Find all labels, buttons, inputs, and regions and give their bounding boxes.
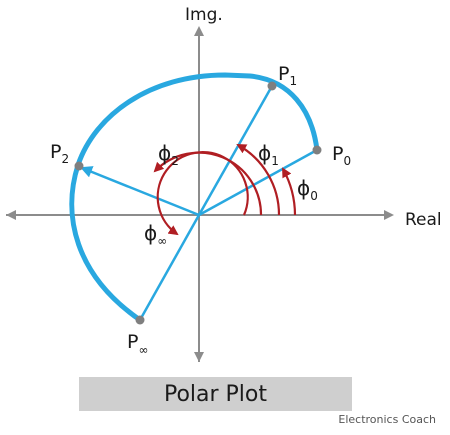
figure-title: Polar Plot xyxy=(163,381,268,407)
angle-arc-phi1 xyxy=(236,144,281,216)
point-p2-marker xyxy=(74,161,84,171)
point-pinf-marker xyxy=(135,315,145,325)
angle-label-phi2: ϕ2 xyxy=(158,141,179,168)
real-axis-label: Real xyxy=(405,210,442,230)
phasor-p2 xyxy=(80,166,200,217)
point-label-p0-base: P xyxy=(332,143,343,165)
point-p0-marker xyxy=(312,145,322,155)
angle-label-phi0: ϕ0 xyxy=(297,176,318,203)
point-p1-marker xyxy=(267,81,277,91)
angle-label-phi1: ϕ1 xyxy=(258,141,279,168)
point-label-p2: P2 xyxy=(50,141,69,166)
figure-title-banner: Polar Plot xyxy=(79,377,352,411)
point-label-p0: P0 xyxy=(332,143,351,168)
credit-text: Electronics Coach xyxy=(338,413,436,426)
phasor-p0 xyxy=(198,148,318,217)
point-label-p1-base: P xyxy=(278,63,289,85)
angle-label-phiinf-sub: ∞ xyxy=(157,234,167,248)
point-label-p1-sub: 1 xyxy=(289,74,297,88)
imaginary-axis-label: Img. xyxy=(185,5,223,25)
angle-label-phi1-base: ϕ xyxy=(258,141,271,165)
angle-label-phi1-sub: 1 xyxy=(271,154,279,168)
point-label-pinf-sub: ∞ xyxy=(138,343,148,357)
point-label-p2-base: P xyxy=(50,141,61,163)
real-axis-left-arrow xyxy=(6,210,16,220)
angle-label-phiinf: ϕ∞ xyxy=(144,221,167,248)
phasor-pinf xyxy=(138,214,201,321)
angle-label-phi0-base: ϕ xyxy=(297,176,310,200)
polar-locus-curve xyxy=(69,72,320,323)
phasor-p1 xyxy=(197,85,274,216)
angle-label-phi0-sub: 0 xyxy=(310,189,318,203)
point-label-p0-sub: 0 xyxy=(343,154,351,168)
angle-arc-phi0 xyxy=(282,167,297,216)
polar-plot-diagram: Img. Real P0 P1 P2 P∞ ϕ0 ϕ1 ϕ2 ϕ∞ xyxy=(6,5,442,362)
angle-label-phi2-base: ϕ xyxy=(158,141,171,165)
angle-arc-phiinf xyxy=(156,150,249,236)
point-label-pinf: P∞ xyxy=(127,331,148,357)
angle-label-phiinf-base: ϕ xyxy=(144,221,157,245)
point-label-p2-sub: 2 xyxy=(61,152,69,166)
point-label-pinf-base: P xyxy=(127,331,138,353)
point-label-p1: P1 xyxy=(278,63,297,88)
imaginary-axis-bottom-arrow xyxy=(194,352,204,362)
angle-label-phi2-sub: 2 xyxy=(171,154,179,168)
